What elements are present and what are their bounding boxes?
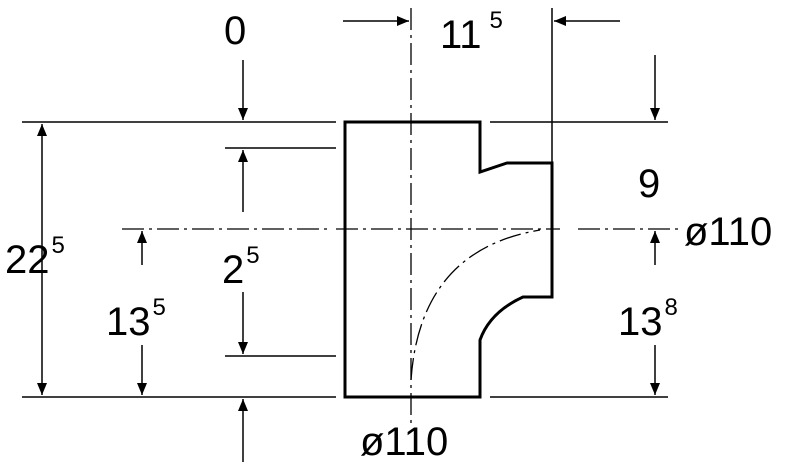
label-bottom-diameter: ø110 (360, 420, 448, 464)
label-right-lower: 138 (618, 294, 678, 344)
label-center-sup: 5 (246, 242, 259, 269)
label-right-upper: 9 (638, 162, 660, 206)
label-left-lower: 135 (106, 294, 166, 344)
label-center-main: 2 (222, 248, 244, 292)
fitting-outline (343, 120, 554, 399)
label-right-lower-main: 13 (618, 300, 663, 344)
label-top-offset: 0 (224, 9, 246, 53)
dimension-arrows (37, 16, 660, 462)
extension-lines (22, 8, 668, 398)
center-lines (122, 8, 680, 428)
label-left-lower-sup: 5 (153, 294, 166, 321)
label-left-total: 225 (5, 232, 65, 282)
label-left-total-main: 22 (5, 238, 50, 282)
label-center: 25 (222, 242, 260, 292)
label-left-lower-main: 13 (106, 300, 151, 344)
label-left-total-sup: 5 (52, 232, 65, 259)
label-right-lower-sup: 8 (665, 294, 678, 321)
label-top-width-main: 11 (440, 13, 482, 57)
label-branch-diameter: ø110 (684, 210, 772, 254)
label-top-width: 11 5 (440, 7, 503, 57)
label-top-width-sup: 5 (490, 7, 503, 34)
